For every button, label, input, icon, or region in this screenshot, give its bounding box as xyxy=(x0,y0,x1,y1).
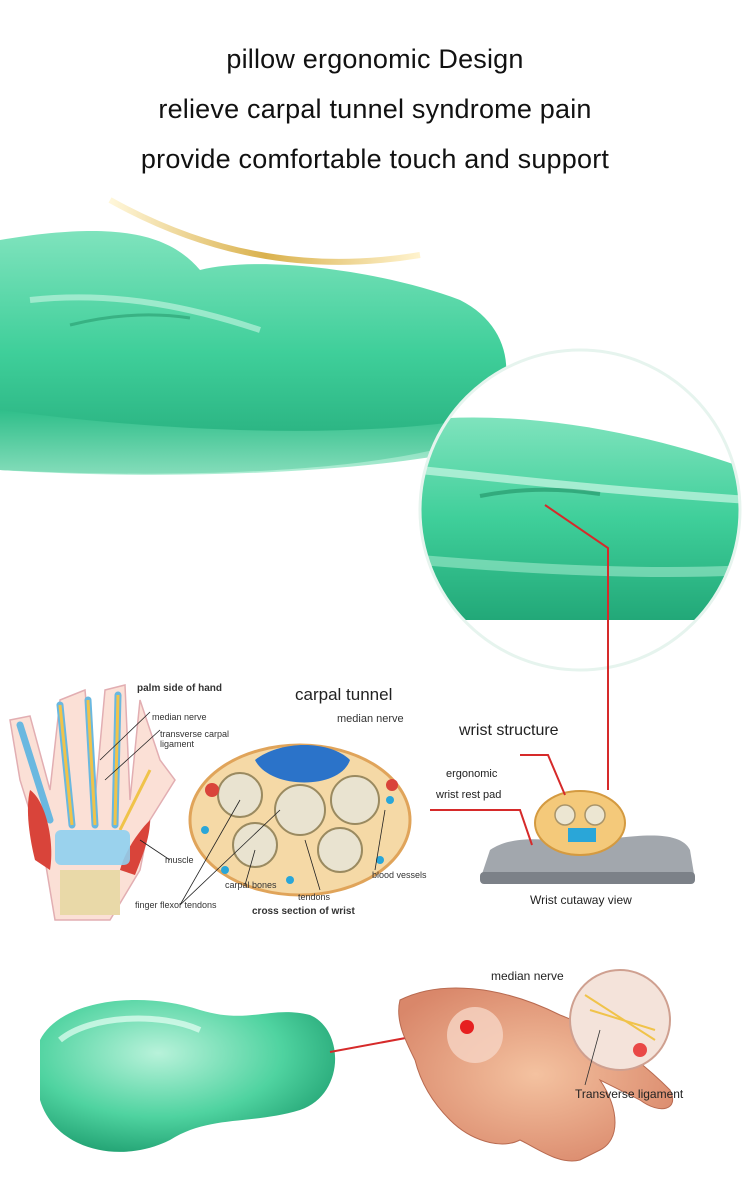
label-tendons: tendons xyxy=(298,892,331,902)
label-palm-side: palm side of hand xyxy=(137,683,223,694)
label-hand-median-nerve: median nerve xyxy=(491,969,564,983)
label-wrist-cutaway: Wrist cutaway view xyxy=(530,893,632,907)
label-finger-flexor: finger flexor tendons xyxy=(135,900,217,910)
label-muscle: muscle xyxy=(165,855,194,865)
label-wrist-structure: wrist structure xyxy=(459,722,559,739)
headline-line-3: provide comfortable touch and support xyxy=(140,144,610,174)
label-wrist-rest-pad: wrist rest pad xyxy=(436,789,502,801)
wrist-rest-cutaway xyxy=(430,754,695,884)
gel-zoom-circle xyxy=(418,348,742,672)
label-cross-section: cross section of wrist xyxy=(252,906,355,917)
label-transverse-ligament: Transverse ligament xyxy=(575,1087,684,1101)
label-carpal-tunnel: carpal tunnel xyxy=(295,685,393,704)
label-blood-vessels: blood vessels xyxy=(372,870,427,880)
headline-line-2: relieve carpal tunnel syndrome pain xyxy=(158,94,592,124)
label-transverse-carpal: transverse carpal xyxy=(160,729,230,739)
label-median-nerve: median nerve xyxy=(152,712,207,722)
wrist-cross-section xyxy=(99,711,412,906)
gel-pillow-closeup xyxy=(0,197,507,475)
headline-line-1: pillow ergonomic Design xyxy=(226,44,524,74)
hand-illustration xyxy=(398,969,674,1162)
gel-pad-product xyxy=(40,1000,336,1152)
label-carpal-bones: carpal bones xyxy=(225,880,277,890)
label-median-nerve-2: median nerve xyxy=(337,713,404,725)
label-ligament: ligament xyxy=(160,739,195,749)
callout-line-zoom xyxy=(544,504,609,790)
hand-anatomy-diagram xyxy=(9,684,176,921)
label-ergonomic: ergonomic xyxy=(446,768,498,780)
